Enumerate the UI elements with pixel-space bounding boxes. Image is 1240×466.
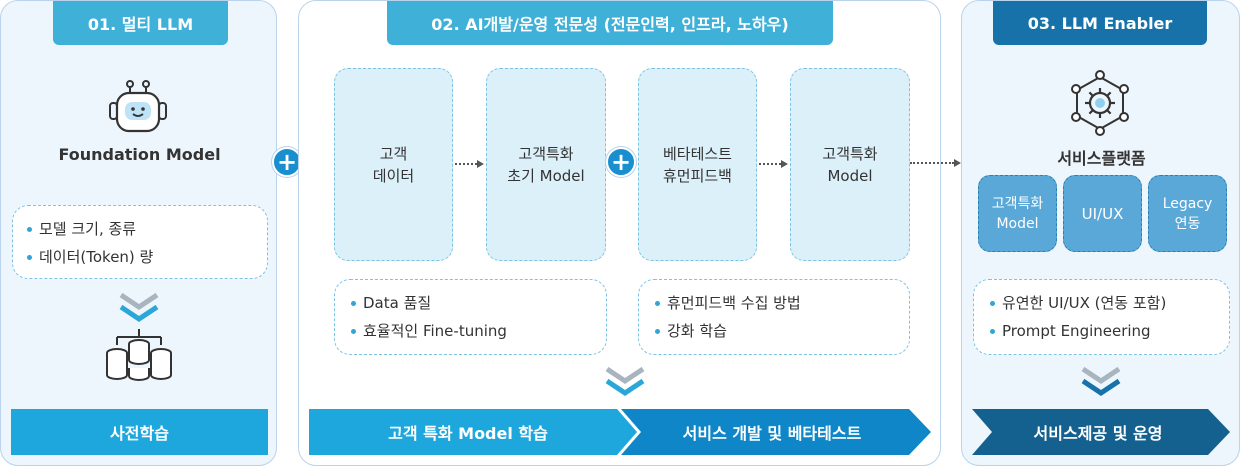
bullet-item: 휴먼피드백 수집 방법 bbox=[653, 289, 801, 317]
arrowhead bbox=[477, 160, 484, 168]
card-label-line2: Model bbox=[827, 166, 873, 185]
double-chevron-down-icon bbox=[119, 293, 159, 325]
feedback-bullets: 휴먼피드백 수집 방법 강화 학습 bbox=[653, 289, 801, 345]
card-label-line1: 고객특화 bbox=[822, 144, 878, 163]
hexagon-gear-icon bbox=[1068, 70, 1132, 136]
bullet-item: 유연한 UI/UX (연동 포함) bbox=[988, 289, 1166, 317]
card-label-line1: 고객특화 bbox=[518, 144, 574, 163]
bullet-item: Data 품질 bbox=[349, 289, 507, 317]
mini-card-label-line2: Model bbox=[996, 215, 1039, 232]
connector-arrow bbox=[455, 163, 477, 165]
mini-card-ui-ux: UI/UX bbox=[1063, 175, 1142, 252]
panel-tab-llm-enabler: 03. LLM Enabler bbox=[993, 1, 1207, 45]
service-beta-bar: 서비스 개발 및 베타테스트 bbox=[682, 424, 862, 443]
training-bullets: Data 품질 효율적인 Fine-tuning bbox=[349, 289, 507, 345]
card-label-line2: 초기 Model bbox=[507, 166, 585, 185]
service-ops-bar-group: 서비스제공 및 운영 bbox=[972, 409, 1230, 455]
foundation-model-features: 모델 크기, 종류 데이터(Token) 량 bbox=[12, 205, 268, 279]
plus-circle-icon: + bbox=[606, 147, 636, 177]
panel-tab-multi-llm: 01. 멀티 LLM bbox=[53, 1, 228, 45]
pretraining-bar: 사전학습 bbox=[11, 409, 268, 455]
robot-icon bbox=[106, 79, 170, 135]
card-label-line1: 고객 bbox=[379, 144, 408, 163]
double-chevron-down-icon bbox=[1081, 367, 1121, 399]
bullet-item: 강화 학습 bbox=[653, 317, 801, 345]
card-label-line2: 데이터 bbox=[372, 166, 415, 185]
foundation-model-title: Foundation Model bbox=[58, 145, 221, 164]
stage-bar-group: 고객 특화 Model 학습 서비스 개발 및 베타테스트 bbox=[309, 409, 931, 455]
arrowhead bbox=[781, 160, 788, 168]
panel-multi-llm: 01. 멀티 LLM Foundation Model 모델 크기, 종류 데이… bbox=[0, 0, 277, 466]
bullet-item: 효율적인 Fine-tuning bbox=[349, 317, 507, 345]
database-network-icon bbox=[103, 327, 175, 383]
foundation-model-bullets: 모델 크기, 종류 데이터(Token) 량 bbox=[25, 215, 153, 271]
platform-features: 유연한 UI/UX (연동 포함) Prompt Engineering bbox=[973, 279, 1230, 355]
service-ops-bar: 서비스제공 및 운영 bbox=[1033, 424, 1163, 443]
arrowhead bbox=[954, 159, 961, 167]
mini-card-label-line1: Legacy bbox=[1162, 195, 1213, 212]
platform-bullets: 유연한 UI/UX (연동 포함) Prompt Engineering bbox=[988, 289, 1166, 345]
double-chevron-down-icon bbox=[605, 367, 645, 399]
mini-card-legacy: Legacy 연동 bbox=[1148, 175, 1227, 252]
training-features: Data 품질 효율적인 Fine-tuning bbox=[334, 279, 607, 355]
bullet-item: 데이터(Token) 량 bbox=[25, 243, 153, 271]
model-training-bar: 고객 특화 Model 학습 bbox=[388, 424, 548, 443]
service-platform-title: 서비스플랫폼 bbox=[1057, 149, 1146, 168]
plus-circle-icon: + bbox=[272, 147, 302, 177]
connector-arrow bbox=[910, 162, 954, 164]
bullet-item: 모델 크기, 종류 bbox=[25, 215, 153, 243]
mini-card-label-line1: UI/UX bbox=[1081, 204, 1124, 223]
feedback-features: 휴먼피드백 수집 방법 강화 학습 bbox=[638, 279, 910, 355]
mini-card-label-line2: 연동 bbox=[1174, 215, 1201, 232]
panel-llm-enabler: 03. LLM Enabler bbox=[961, 0, 1240, 466]
bullet-item: Prompt Engineering bbox=[988, 317, 1166, 345]
card-label-line2: 휴먼피드백 bbox=[662, 166, 732, 185]
connector-arrow bbox=[759, 163, 781, 165]
card-customized-model: 고객특화 Model bbox=[790, 68, 910, 261]
mini-card-label-line1: 고객특화 bbox=[991, 195, 1044, 212]
panel-tab-ai-development: 02. AI개발/운영 전문성 (전문인력, 인프라, 노하우) bbox=[387, 1, 833, 45]
card-label-line1: 베타테스트 bbox=[662, 144, 732, 163]
mini-card-customized-model: 고객특화 Model bbox=[978, 175, 1057, 252]
